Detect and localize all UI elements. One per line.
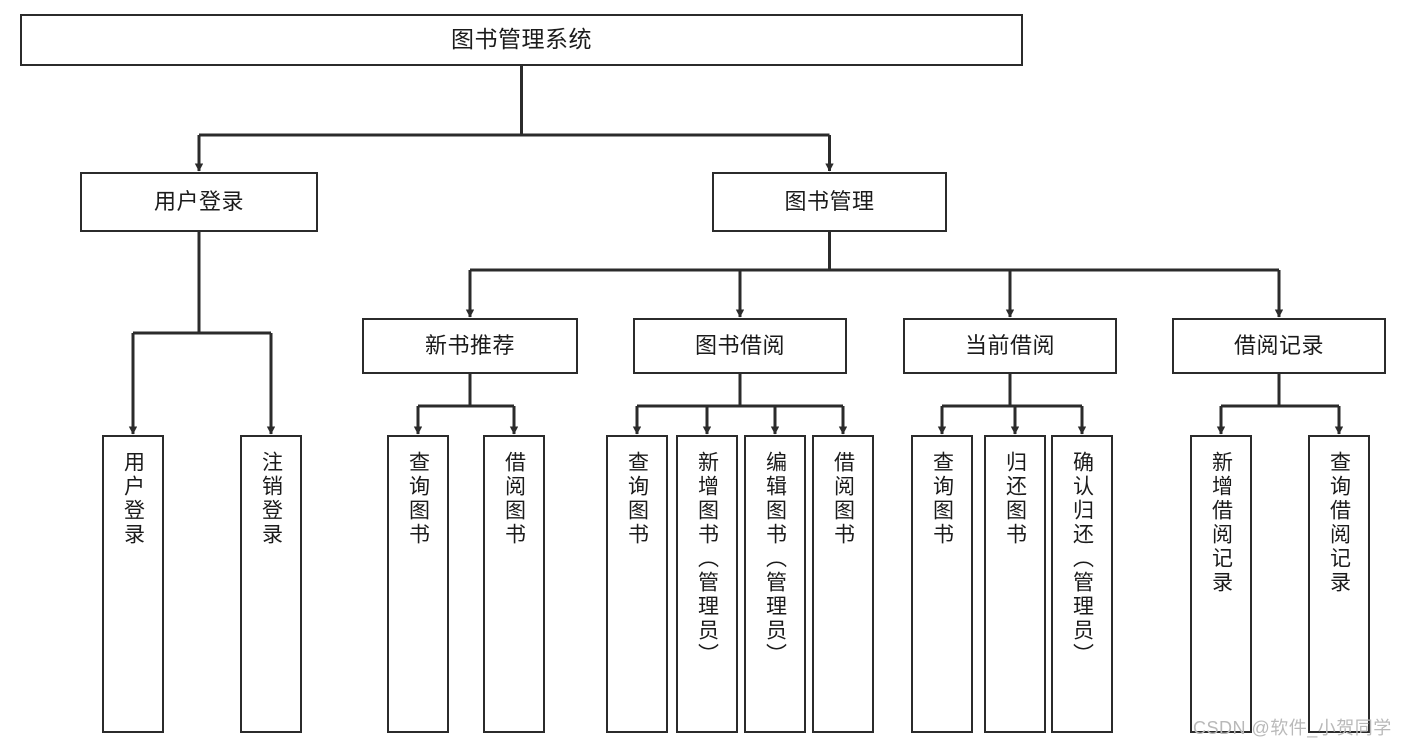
node-current-borrow[interactable]: 当前借阅 <box>903 318 1117 374</box>
node-label: 新书推荐 <box>424 333 515 359</box>
node-label: 当前借阅 <box>964 333 1055 359</box>
node-label: 新增借阅记录 <box>1209 451 1233 595</box>
node-label: 查询图书 <box>406 451 430 547</box>
node-label: 查询图书 <box>930 451 954 547</box>
node-label: 注销登录 <box>259 451 283 547</box>
node-label: 图书借阅 <box>694 333 785 359</box>
node-label: 新增图书（管理员） <box>695 451 719 667</box>
node-leaf-query-record[interactable]: 查询借阅记录 <box>1308 435 1370 733</box>
node-leaf-user-login[interactable]: 用户登录 <box>102 435 164 733</box>
node-label: 图书管理系统 <box>451 26 592 53</box>
node-leaf-borrow-book-1[interactable]: 借阅图书 <box>483 435 545 733</box>
node-leaf-logout[interactable]: 注销登录 <box>240 435 302 733</box>
node-label: 用户登录 <box>121 451 145 547</box>
node-root[interactable]: 图书管理系统 <box>20 14 1023 66</box>
node-leaf-return-book[interactable]: 归还图书 <box>984 435 1046 733</box>
node-leaf-add-record[interactable]: 新增借阅记录 <box>1190 435 1252 733</box>
node-book-borrow[interactable]: 图书借阅 <box>633 318 847 374</box>
node-label: 用户登录 <box>153 189 244 215</box>
node-leaf-borrow-book-2[interactable]: 借阅图书 <box>812 435 874 733</box>
node-label: 借阅记录 <box>1233 333 1324 359</box>
node-user-login[interactable]: 用户登录 <box>80 172 318 232</box>
node-label: 编辑图书（管理员） <box>763 451 787 667</box>
node-leaf-query-book-2[interactable]: 查询图书 <box>606 435 668 733</box>
node-book-manage[interactable]: 图书管理 <box>712 172 947 232</box>
node-leaf-query-book-3[interactable]: 查询图书 <box>911 435 973 733</box>
node-label: 确认归还（管理员） <box>1070 451 1094 667</box>
node-label: 图书管理 <box>784 189 875 215</box>
node-label: 借阅图书 <box>831 451 855 547</box>
watermark: CSDN @软件_小贺同学 <box>1193 718 1392 738</box>
node-label: 归还图书 <box>1003 451 1027 547</box>
node-new-book-rec[interactable]: 新书推荐 <box>362 318 578 374</box>
node-leaf-edit-book[interactable]: 编辑图书（管理员） <box>744 435 806 733</box>
node-label: 借阅图书 <box>502 451 526 547</box>
node-leaf-query-book-1[interactable]: 查询图书 <box>387 435 449 733</box>
node-borrow-record[interactable]: 借阅记录 <box>1172 318 1386 374</box>
node-label: 查询借阅记录 <box>1327 451 1351 595</box>
node-leaf-add-book[interactable]: 新增图书（管理员） <box>676 435 738 733</box>
node-leaf-confirm-return[interactable]: 确认归还（管理员） <box>1051 435 1113 733</box>
node-label: 查询图书 <box>625 451 649 547</box>
